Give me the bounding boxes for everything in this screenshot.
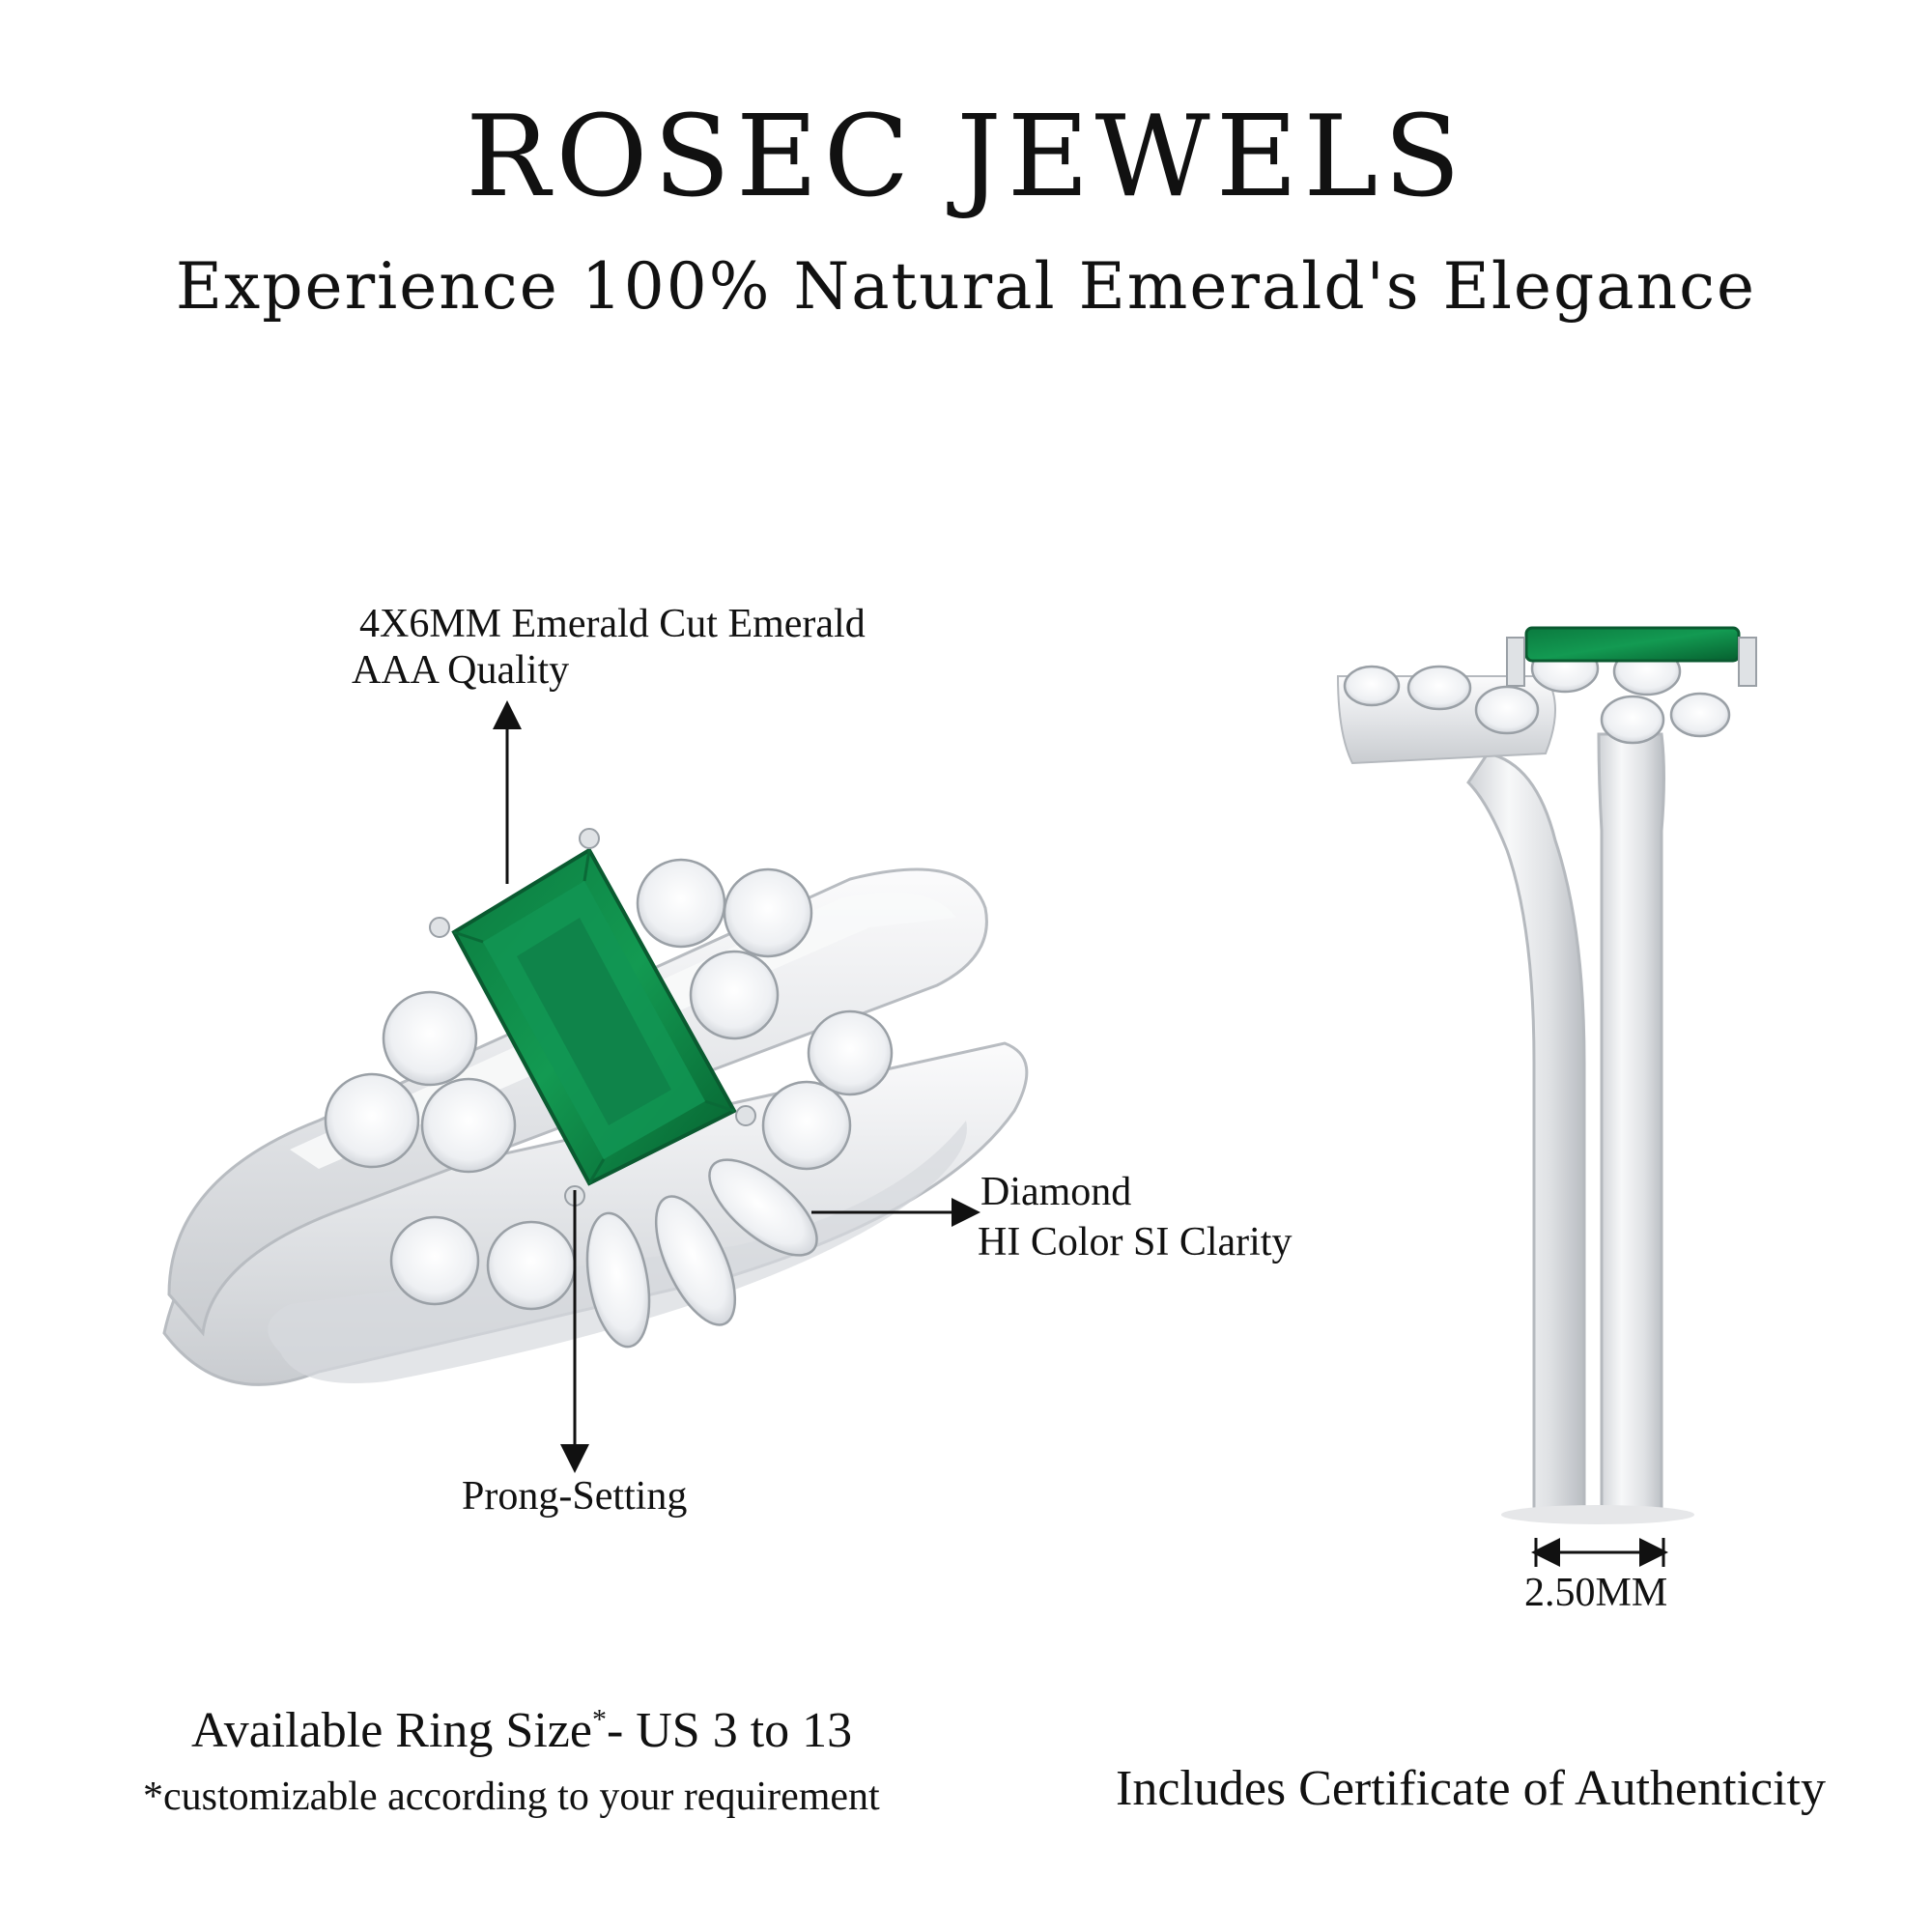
side-view-emerald [1524,626,1741,663]
setting-label: Prong-Setting [462,1474,688,1519]
brand-title: ROSEC JEWELS [466,92,1466,222]
emerald-label-line1: 4X6MM Emerald Cut Emerald [359,602,866,646]
marquise-diamonds [585,1158,818,1349]
ring-size-note: *customizable according to your requirem… [143,1775,880,1819]
diamond-cluster-left [324,990,517,1174]
ring-side-view [1336,626,1757,1567]
emerald-stone [429,828,756,1207]
diamond-label-line2: HI Color SI Clarity [978,1220,1293,1264]
diamond-label-line1: Diamond [980,1170,1132,1214]
certificate-text: Includes Certificate of Authenticity [1116,1761,1826,1816]
band-diamonds [389,1009,894,1311]
diamond-cluster-right [636,858,813,1040]
emerald-label-line2: AAA Quality [352,648,570,693]
tagline: Experience 100% Natural Emerald's Elegan… [175,249,1757,324]
width-label: 2.50MM [1524,1571,1668,1615]
ring-size-text: Available Ring Size*- US 3 to 13 [191,1702,852,1759]
ring-front-view [162,700,1029,1473]
ring-size-asterisk: * [591,1703,607,1736]
ring-size-main: Available Ring Size [191,1703,592,1758]
ring-size-range: - US 3 to 13 [606,1703,853,1758]
